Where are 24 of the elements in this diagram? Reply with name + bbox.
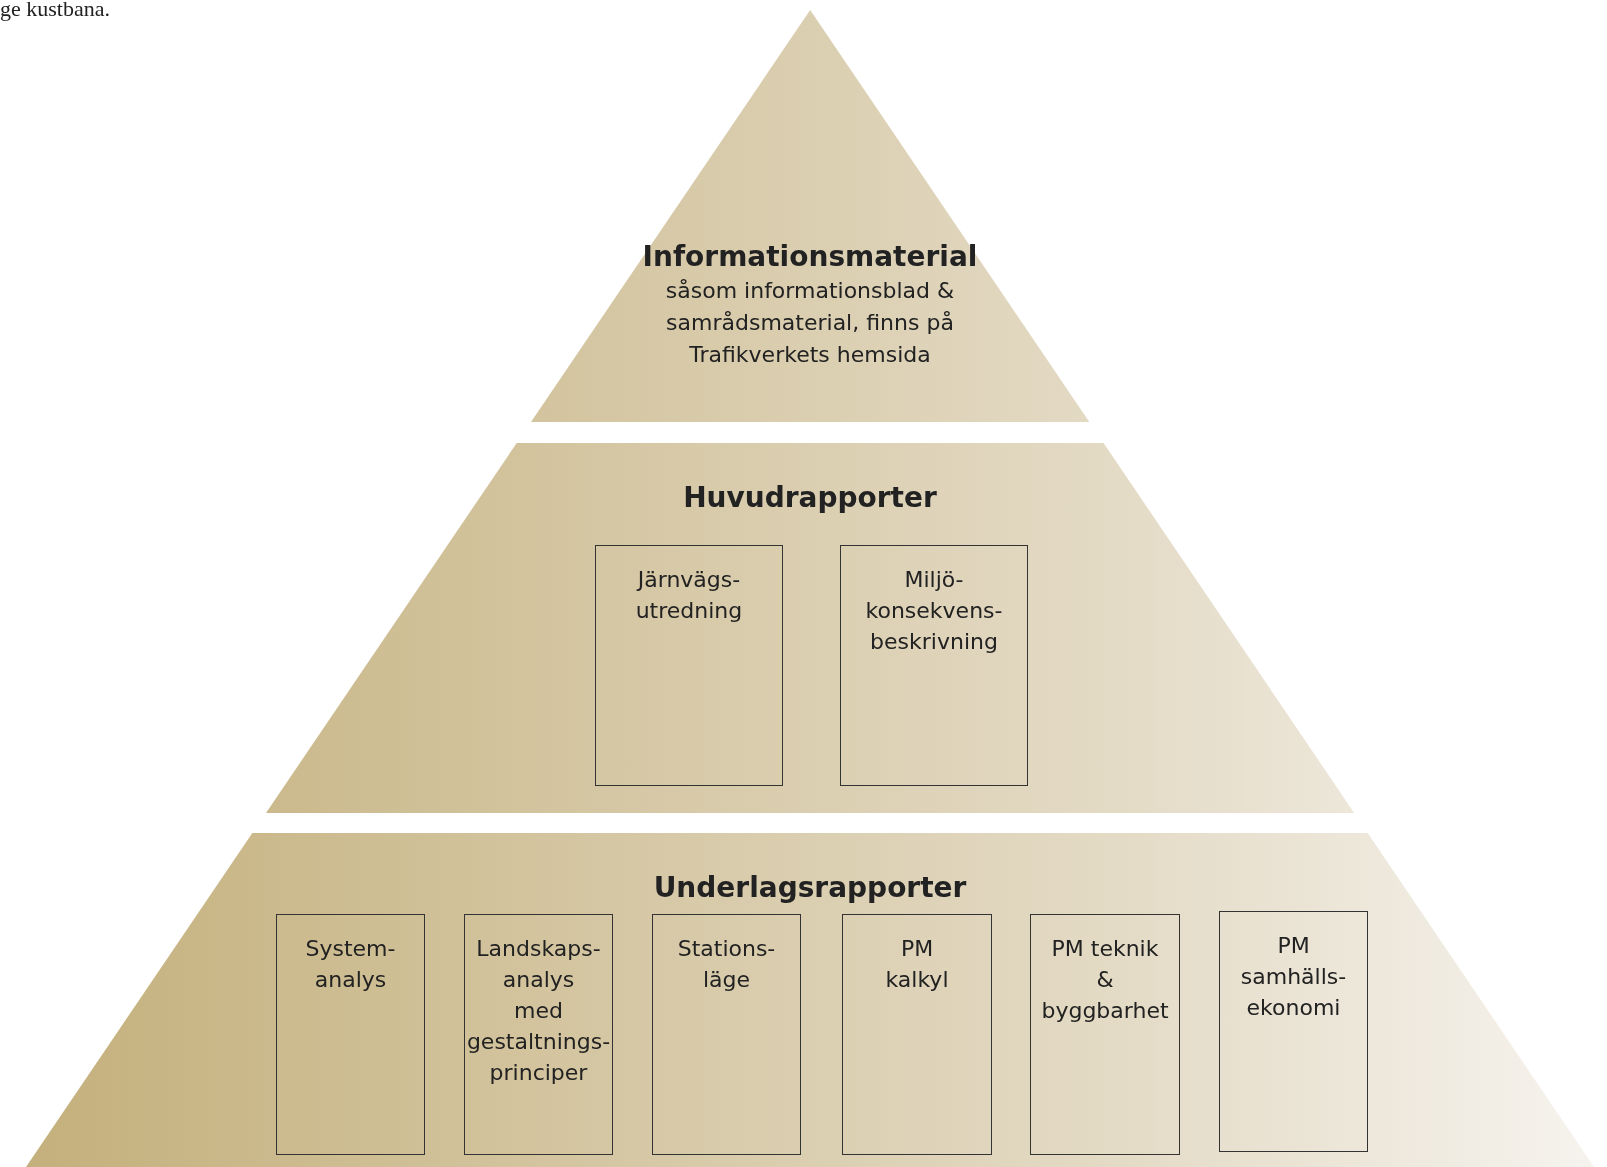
report-title: PM samhälls- ekonomi [1239,932,1348,1022]
tier-description: såsom informationsblad & samrådsmaterial, finns på Trafikverkets hemsida [664,277,956,369]
report-title: System- analys [304,935,397,994]
report-title: Järnvägs- utredning [634,566,744,625]
report-title: PM kalkyl [884,935,950,994]
report-box [276,914,425,1155]
report-box [1030,914,1180,1155]
report-box [842,914,992,1155]
report-title: Miljö- konsekvens- beskrivning [864,566,1004,656]
caption-fragment: ge kustbana. [0,0,110,22]
tier-heading: Underlagsrapporter [653,870,967,906]
report-title: PM teknik & byggbarhet [1040,935,1170,1025]
report-box [840,545,1028,786]
pyramid-tier [26,833,1594,1167]
tier-heading: Informationsmaterial [642,239,978,275]
report-box [652,914,801,1155]
report-box [1219,911,1368,1152]
report-box [464,914,613,1155]
report-title: Stations- läge [676,935,777,994]
report-title: Landskaps- analys med gestaltnings- principer [465,935,612,1087]
pyramid-tier [265,443,1355,813]
report-box [595,545,783,786]
tier-heading: Huvudrapporter [683,480,937,516]
pyramid-tier [530,10,1090,422]
